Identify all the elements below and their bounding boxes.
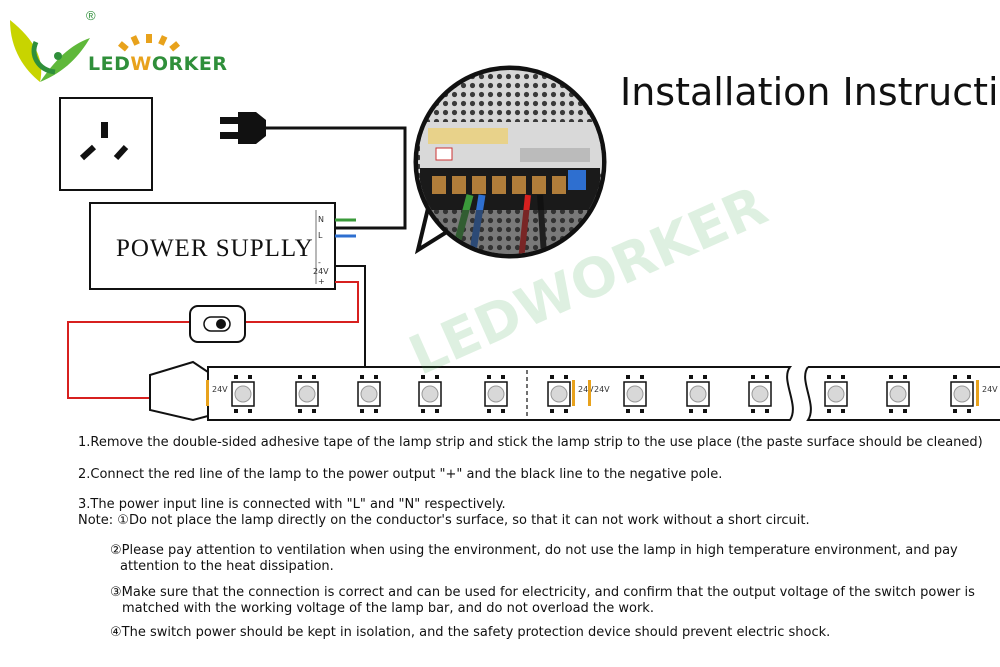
led-chip-pad: [751, 409, 755, 413]
led-chip-pad: [374, 409, 378, 413]
brand-name-w: W: [130, 53, 152, 75]
led-chip-pad: [550, 375, 554, 379]
led-chip-pad: [640, 375, 644, 379]
strip-voltage-label: 24V: [212, 385, 228, 394]
instruction-1: 1.Remove the double-sided adhesive tape …: [78, 435, 983, 450]
terminal-plus-label: +: [318, 277, 325, 286]
brand-name: LEDWORKER: [88, 53, 227, 75]
led-chip-pad: [298, 375, 302, 379]
led-chip-pad: [841, 409, 845, 413]
led-chip-pad: [550, 409, 554, 413]
led-chip-pad: [421, 409, 425, 413]
power-plug: [220, 112, 407, 230]
inline-switch: [189, 305, 246, 343]
led-chip-pad: [435, 409, 439, 413]
led-chip-pad: [234, 375, 238, 379]
terminal-l-label: L: [318, 231, 323, 240]
note-1: Note: ①Do not place the lamp directly on…: [78, 513, 810, 528]
power-supply-label: POWER SUPLLY: [116, 235, 314, 262]
led-chip-pad: [374, 375, 378, 379]
instruction-3: 3.The power input line is connected with…: [78, 497, 506, 512]
led-chip-lens: [360, 385, 378, 403]
led-chip-pad: [487, 409, 491, 413]
leaf-sun-logo-icon: [10, 20, 180, 82]
led-chip-pad: [889, 375, 893, 379]
registered-mark: ®: [86, 8, 96, 23]
led-chip-pad: [827, 375, 831, 379]
led-chip-lens: [953, 385, 971, 403]
led-chip-pad: [626, 375, 630, 379]
led-chip-pad: [953, 409, 957, 413]
led-chip-pad: [248, 409, 252, 413]
terminal-minus-label: -: [318, 258, 321, 267]
led-chip-pad: [903, 409, 907, 413]
led-chip-pad: [765, 409, 769, 413]
led-chip-pad: [360, 409, 364, 413]
red-output-wire: [245, 281, 359, 323]
led-chip-pad: [312, 409, 316, 413]
led-chip-pad: [234, 409, 238, 413]
power-supply-box: N L - 24V +: [89, 202, 336, 290]
solder-pad: [976, 380, 979, 406]
note-4: ④The switch power should be kept in isol…: [110, 625, 831, 640]
led-chip-pad: [298, 409, 302, 413]
note-2-cont: attention to the heat dissipation.: [120, 559, 334, 574]
led-chip-pad: [640, 409, 644, 413]
led-chip-pad: [564, 409, 568, 413]
led-chip-pad: [501, 375, 505, 379]
led-chip-pad: [841, 375, 845, 379]
led-chip-pad: [703, 375, 707, 379]
led-chip-pad: [703, 409, 707, 413]
led-chip-pad: [435, 375, 439, 379]
brand-name-rest: ORKER: [151, 53, 228, 75]
led-chip-lens: [827, 385, 845, 403]
led-chip-lens: [234, 385, 252, 403]
led-chip-lens: [421, 385, 439, 403]
led-chip-lens: [487, 385, 505, 403]
note-3: ③Make sure that the connection is correc…: [110, 585, 975, 600]
wall-socket: [59, 97, 153, 191]
led-chip-lens: [751, 385, 769, 403]
led-chip-pad: [421, 375, 425, 379]
solder-pad: [588, 380, 591, 406]
led-chip-pad: [312, 375, 316, 379]
led-chip-lens: [889, 385, 907, 403]
instruction-2: 2.Connect the red line of the lamp to th…: [78, 467, 723, 482]
note-3-cont: matched with the working voltage of the …: [122, 601, 654, 616]
strip-voltage-label: 24V: [578, 385, 594, 394]
led-chip-pad: [248, 375, 252, 379]
led-chip-pad: [487, 375, 491, 379]
led-chip-pad: [827, 409, 831, 413]
page-title: Installation Instruction: [620, 70, 1000, 114]
led-chip-lens: [626, 385, 644, 403]
led-chip-lens: [689, 385, 707, 403]
led-chip-lens: [298, 385, 316, 403]
brand-name-led: LED: [88, 53, 131, 75]
led-chip-pad: [765, 375, 769, 379]
led-chip-pad: [564, 375, 568, 379]
led-chip-lens: [550, 385, 568, 403]
terminal-n-label: N: [318, 215, 324, 224]
led-chip-pad: [967, 409, 971, 413]
strip-voltage-label: 24V: [594, 385, 610, 394]
led-chip-pad: [751, 375, 755, 379]
led-chip-pad: [967, 375, 971, 379]
led-chip-pad: [626, 409, 630, 413]
led-chip-pad: [360, 375, 364, 379]
led-chip-pad: [689, 409, 693, 413]
led-chip-pad: [953, 375, 957, 379]
led-chip-pad: [903, 375, 907, 379]
solder-pad: [206, 380, 209, 406]
psu-photo-callout: [413, 65, 607, 259]
solder-pad: [572, 380, 575, 406]
led-chip-pad: [689, 375, 693, 379]
terminal-24v-label: 24V: [313, 267, 329, 276]
strip-connector: [149, 360, 209, 422]
note-2: ②Please pay attention to ventilation whe…: [110, 543, 958, 558]
strip-voltage-label: 24V: [982, 385, 998, 394]
led-chip-pad: [501, 409, 505, 413]
led-chip-pad: [889, 409, 893, 413]
